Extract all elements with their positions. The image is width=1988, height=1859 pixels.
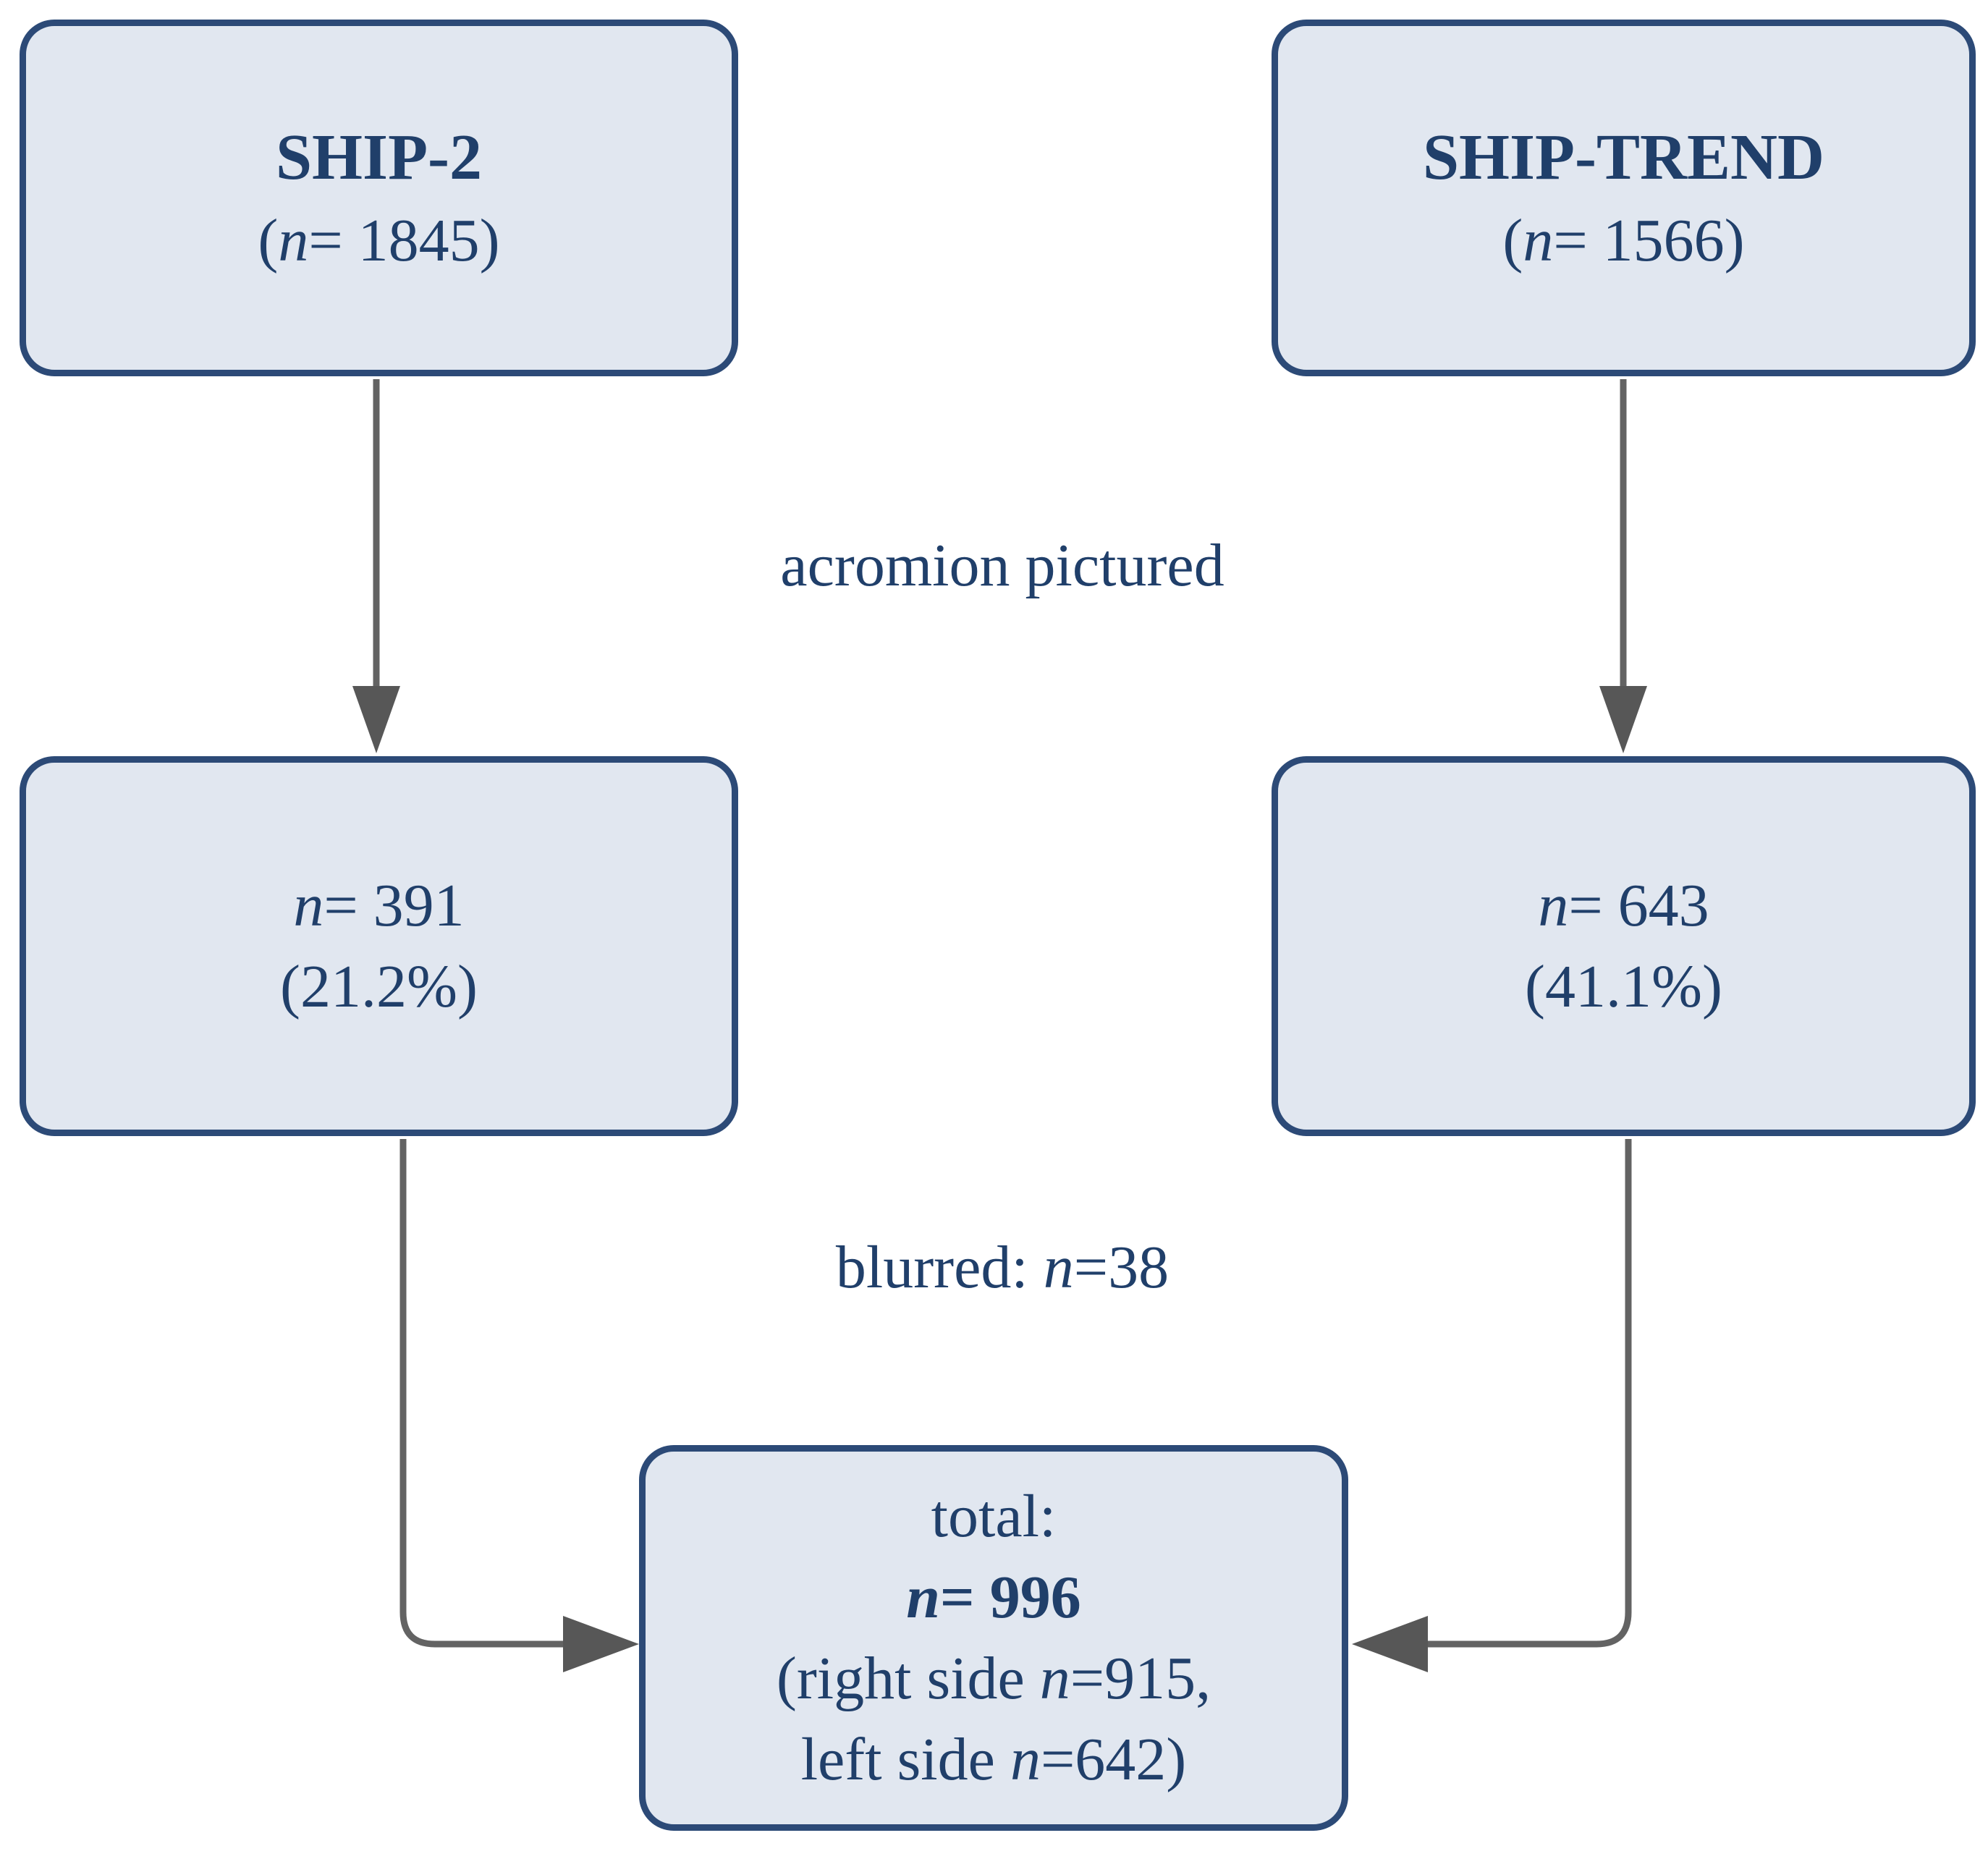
node-ship2-filtered-count: n= 391 bbox=[293, 871, 465, 939]
node-total-label: total: bbox=[931, 1482, 1057, 1550]
arrowhead-down-right-icon bbox=[1599, 686, 1647, 753]
arrow-shiptrend-filtered-to-total bbox=[1352, 1139, 1632, 1672]
node-total: total: n= 996 (right side n=915, left si… bbox=[639, 1445, 1348, 1831]
arrowhead-left-icon bbox=[1352, 1616, 1428, 1672]
node-shiptrend-filtered-count: n= 643 bbox=[1538, 871, 1709, 939]
arrowhead-down-left-icon bbox=[352, 686, 400, 753]
node-ship2: SHIP-2 (n= 1845) bbox=[20, 20, 738, 376]
arrow-ship2-filtered-to-total bbox=[399, 1139, 639, 1672]
node-shiptrend-title: SHIP-TREND bbox=[1422, 121, 1825, 193]
node-ship2-filtered-percent: (21.2%) bbox=[280, 952, 478, 1020]
node-ship2-count: (n= 1845) bbox=[258, 206, 500, 274]
node-total-right-side: (right side n=915, bbox=[776, 1644, 1211, 1712]
edge-label-blurred: blurred: n=38 bbox=[835, 1234, 1169, 1301]
arrow-ship2-to-filtered bbox=[352, 379, 400, 753]
node-ship2-title: SHIP-2 bbox=[275, 121, 483, 193]
node-total-count: n= 996 bbox=[906, 1563, 1081, 1631]
node-shiptrend-filtered: n= 643 (41.1%) bbox=[1272, 756, 1976, 1136]
node-shiptrend-filtered-percent: (41.1%) bbox=[1525, 952, 1722, 1020]
arrowhead-right-icon bbox=[563, 1616, 639, 1672]
edge-label-acromion-pictured: acromion pictured bbox=[780, 532, 1224, 599]
arrow-shiptrend-to-filtered bbox=[1599, 379, 1647, 753]
node-shiptrend-count: (n= 1566) bbox=[1502, 206, 1745, 274]
node-ship2-filtered: n= 391 (21.2%) bbox=[20, 756, 738, 1136]
node-shiptrend: SHIP-TREND (n= 1566) bbox=[1272, 20, 1976, 376]
node-total-left-side: left side n=642) bbox=[800, 1725, 1187, 1793]
